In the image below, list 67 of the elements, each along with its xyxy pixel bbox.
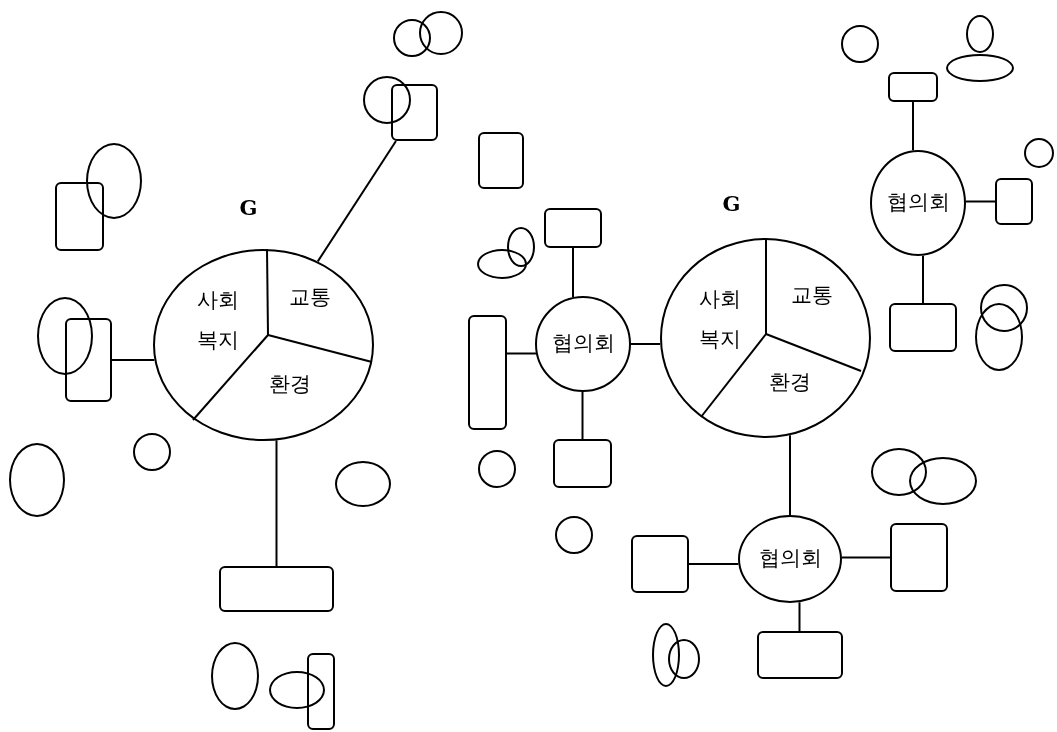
rounded-box <box>478 132 524 189</box>
circle <box>478 450 516 488</box>
connector-line <box>506 352 537 355</box>
council-label: 협의회 <box>886 189 950 216</box>
circle <box>980 284 1028 332</box>
rounded-box <box>757 631 843 679</box>
connector-line <box>688 563 740 565</box>
segment-label: 교통 <box>791 282 833 309</box>
ellipse <box>668 639 700 679</box>
council-label: 협의회 <box>551 330 615 357</box>
connector-line <box>798 601 801 632</box>
rounded-box <box>995 178 1033 225</box>
council-label: 협의회 <box>758 545 822 572</box>
heading-label: G <box>722 190 741 218</box>
council-ellipse <box>738 515 842 603</box>
ellipse <box>652 623 680 687</box>
segment-label: 교통 <box>289 284 331 311</box>
circle <box>363 76 411 124</box>
ellipse <box>966 15 994 53</box>
rounded-box <box>219 566 334 612</box>
connector-line <box>922 254 924 304</box>
connector-line <box>572 247 574 299</box>
connector-line <box>840 556 891 559</box>
ellipse <box>975 303 1023 371</box>
heading-label: G <box>239 194 258 222</box>
rounded-box <box>889 303 957 352</box>
connector-line <box>630 343 662 345</box>
segment-label: 사회 복지 <box>196 287 241 354</box>
ellipse <box>477 249 527 279</box>
segment-label: 환경 <box>269 371 311 398</box>
connector-line <box>789 434 791 516</box>
rounded-box <box>468 315 507 430</box>
circle <box>133 433 171 471</box>
circle <box>555 516 593 554</box>
connector-line <box>275 439 278 567</box>
ellipse <box>871 448 927 496</box>
council-ellipse <box>870 150 966 256</box>
connector-line <box>912 101 914 152</box>
circle <box>393 19 431 57</box>
rounded-box <box>65 318 112 402</box>
ellipse <box>269 671 325 709</box>
rounded-box <box>553 439 612 488</box>
rounded-box <box>890 523 948 592</box>
ellipse <box>507 227 535 267</box>
connector-line <box>581 391 584 440</box>
rounded-box <box>55 182 104 251</box>
connector-line <box>111 359 156 361</box>
ellipse <box>909 457 977 505</box>
connector-line <box>316 140 397 263</box>
segment-label: 환경 <box>769 369 811 396</box>
rounded-box <box>631 535 689 593</box>
connector-line <box>965 200 996 203</box>
ellipse <box>9 443 65 517</box>
ellipse <box>86 143 142 219</box>
council-ellipse <box>535 296 631 392</box>
circle <box>419 11 463 55</box>
ellipse <box>946 54 1014 82</box>
rounded-box <box>391 84 438 141</box>
rounded-box <box>307 653 335 730</box>
circle <box>1024 138 1054 168</box>
ellipse <box>335 461 391 507</box>
ellipse <box>211 642 259 710</box>
circle <box>841 25 879 63</box>
segment-label: 사회 복지 <box>698 286 743 353</box>
rounded-box <box>544 208 602 248</box>
ellipse <box>37 297 93 375</box>
rounded-box <box>888 72 938 102</box>
